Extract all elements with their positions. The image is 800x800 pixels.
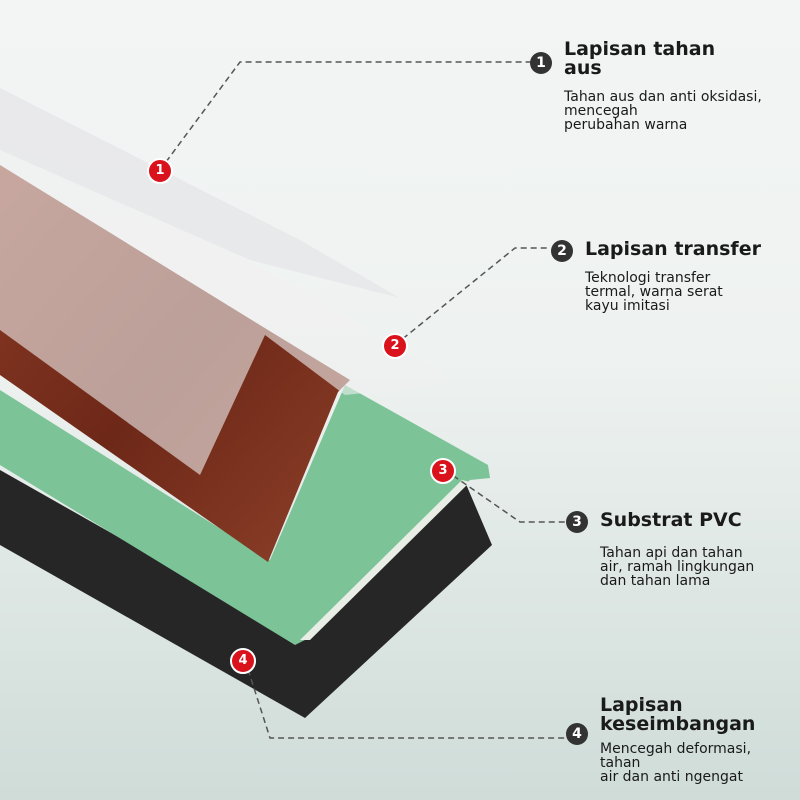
leader-lines bbox=[159, 61, 565, 739]
number-badge: 2 bbox=[551, 240, 573, 262]
transfer-film-layer bbox=[0, 140, 458, 475]
marker-2: 2 bbox=[382, 333, 408, 359]
marker-4: 4 bbox=[230, 648, 256, 674]
marker-3: 3 bbox=[430, 458, 456, 484]
pvc-edge bbox=[300, 480, 470, 640]
number-badge: 4 bbox=[566, 723, 588, 745]
callout-title: Substrat PVC bbox=[600, 509, 742, 531]
balance-layer bbox=[0, 470, 492, 718]
pvc-substrate-layer bbox=[0, 385, 490, 645]
number-badge: 3 bbox=[566, 511, 588, 533]
number-badge: 1 bbox=[530, 52, 552, 74]
marker-1: 1 bbox=[147, 158, 173, 184]
callout-title: Lapisan transfer bbox=[585, 238, 761, 260]
wear-layer bbox=[0, 88, 400, 298]
